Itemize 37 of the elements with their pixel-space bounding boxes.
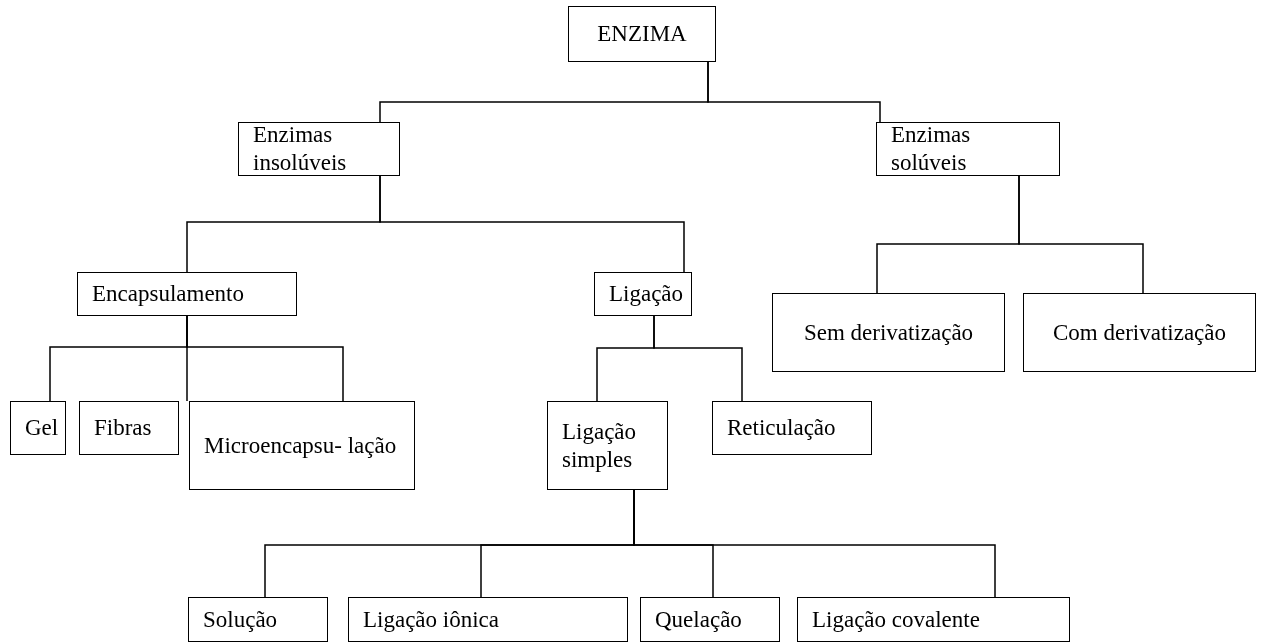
- category-box: [568, 6, 716, 62]
- category-box: [876, 122, 1060, 176]
- category-label: Microencapsu- lação: [204, 431, 397, 460]
- category-label: Enzimas solúveis: [891, 121, 972, 177]
- category-box: [79, 401, 179, 455]
- connector-line: [653, 315, 743, 402]
- category-label: Reticulação: [727, 414, 836, 442]
- category-box: [189, 401, 415, 490]
- category-box: [1023, 293, 1256, 372]
- category-label: Ligação simples: [562, 417, 638, 474]
- category-label: Ligação covalente: [812, 605, 980, 634]
- category-label: Ligação: [609, 280, 684, 308]
- category-box: [640, 597, 780, 642]
- connector-line: [707, 61, 881, 123]
- category-label: Enzimas insolúveis: [253, 121, 348, 177]
- category-box: [188, 597, 328, 642]
- category-label: Sem derivatização: [803, 318, 974, 347]
- category-label: Quelação: [655, 605, 742, 634]
- category-box: [797, 597, 1070, 642]
- category-label: ENZIMA: [597, 20, 687, 48]
- category-box: [238, 122, 400, 176]
- category-box: [547, 401, 668, 490]
- category-box: [772, 293, 1005, 372]
- category-box: [712, 401, 872, 455]
- category-box: [77, 272, 297, 316]
- connector-line: [1018, 175, 1144, 294]
- category-box: [10, 401, 66, 455]
- connector-line: [379, 175, 685, 273]
- category-box: [348, 597, 628, 642]
- category-label: Ligação iônica: [363, 605, 499, 634]
- category-label: Fibras: [94, 414, 152, 442]
- category-box: [594, 272, 692, 316]
- connector-line: [186, 315, 344, 402]
- category-label: Encapsulamento: [92, 280, 244, 308]
- category-label: Com derivatização: [1052, 318, 1227, 347]
- category-label: Gel: [25, 414, 59, 442]
- category-label: Solução: [203, 605, 278, 634]
